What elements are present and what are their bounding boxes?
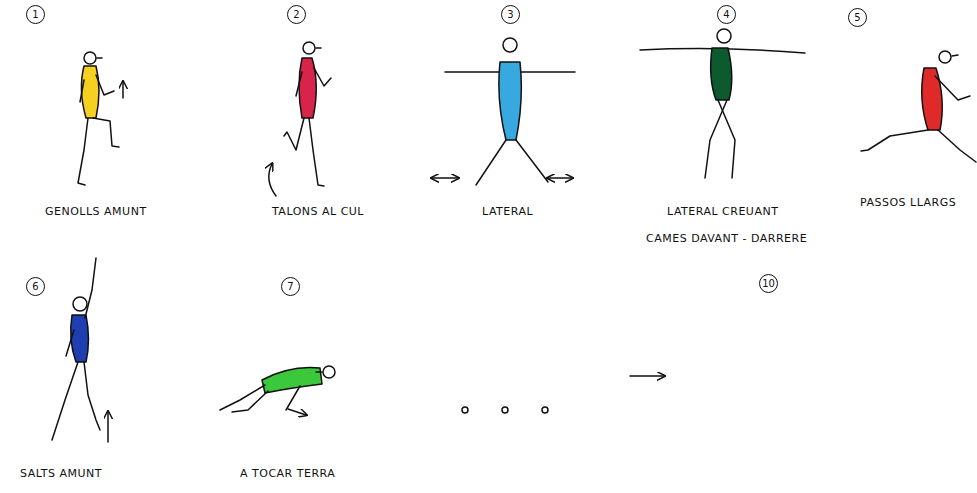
ellipsis-dot [502,407,508,413]
step-number: 1 [26,5,45,24]
step-number: 5 [848,8,867,27]
exercise-caption: TALONS AL CUL [272,201,364,223]
step-number-text: 3 [507,10,513,20]
figure-crossing [640,29,805,178]
step-number: 2 [287,5,306,24]
ellipsis-dot [542,407,548,413]
exercise-caption: GENOLLS AMUNT [45,201,147,223]
exercise-caption: LATERAL CREUANT [667,201,778,223]
step-number: 7 [281,277,300,296]
step-number-text: 1 [32,10,38,20]
step-number: 3 [501,5,520,24]
figure-jumps [52,258,108,442]
step-number-text: 10 [762,279,775,289]
exercise-caption: A TOCAR TERRA [240,463,335,485]
step-number-text: 7 [287,282,293,292]
step-number: 10 [759,274,778,293]
exercise-caption: LATERAL [482,201,533,223]
figure-touch-ground [220,366,335,415]
step-number: 4 [717,5,736,24]
figure-lateral [432,38,575,185]
exercise-caption: SALTS AMUNT [20,463,102,485]
step-number-text: 2 [293,10,299,20]
step-number-text: 4 [723,10,729,20]
step-number-text: 5 [854,13,860,23]
figure-knees-up [78,52,123,185]
continue-arrow [630,375,664,377]
figure-long-steps [861,51,976,162]
exercise-caption: PASSOS LLARGS [860,192,977,214]
step-number-text: 6 [32,282,38,292]
exercise-caption: CAMES DAVANT - DARRERE [646,228,807,250]
step-number: 6 [26,277,45,296]
figure-heels-up [269,42,331,196]
ellipsis-dot [462,407,468,413]
